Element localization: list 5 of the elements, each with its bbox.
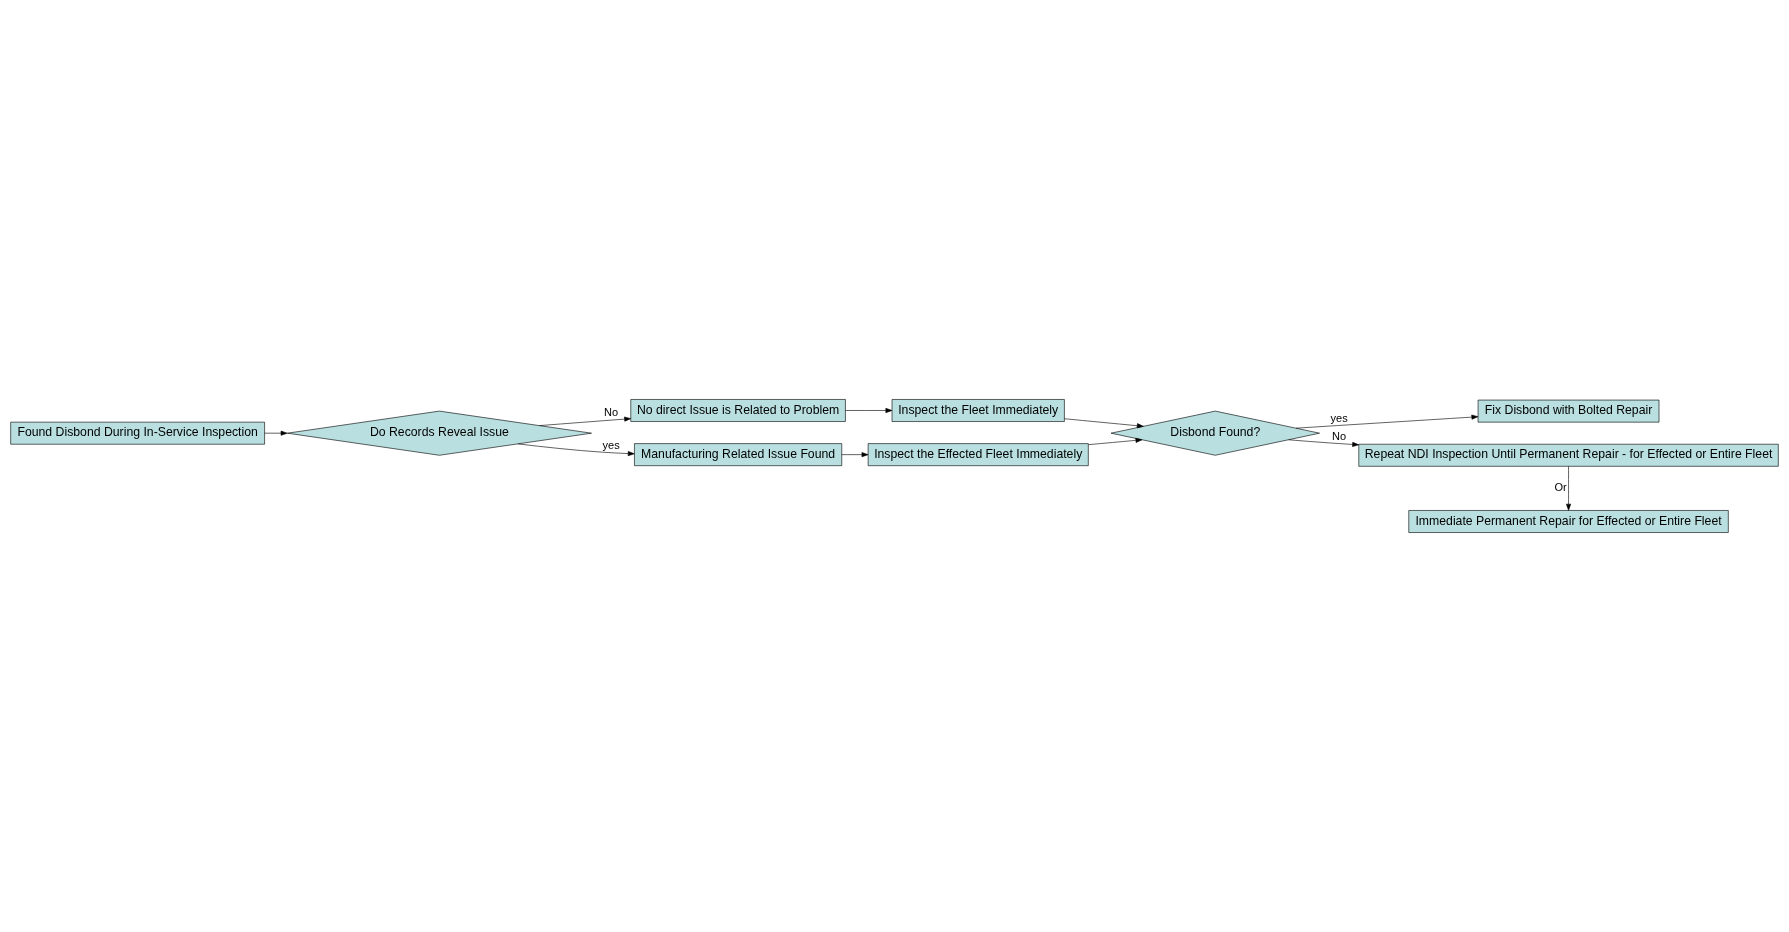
- edge-label: yes: [1330, 411, 1348, 424]
- edge-label: Or: [1554, 481, 1567, 494]
- edge-label: No: [1332, 429, 1347, 442]
- edge-label: No: [604, 406, 619, 419]
- edge-label: yes: [602, 438, 620, 451]
